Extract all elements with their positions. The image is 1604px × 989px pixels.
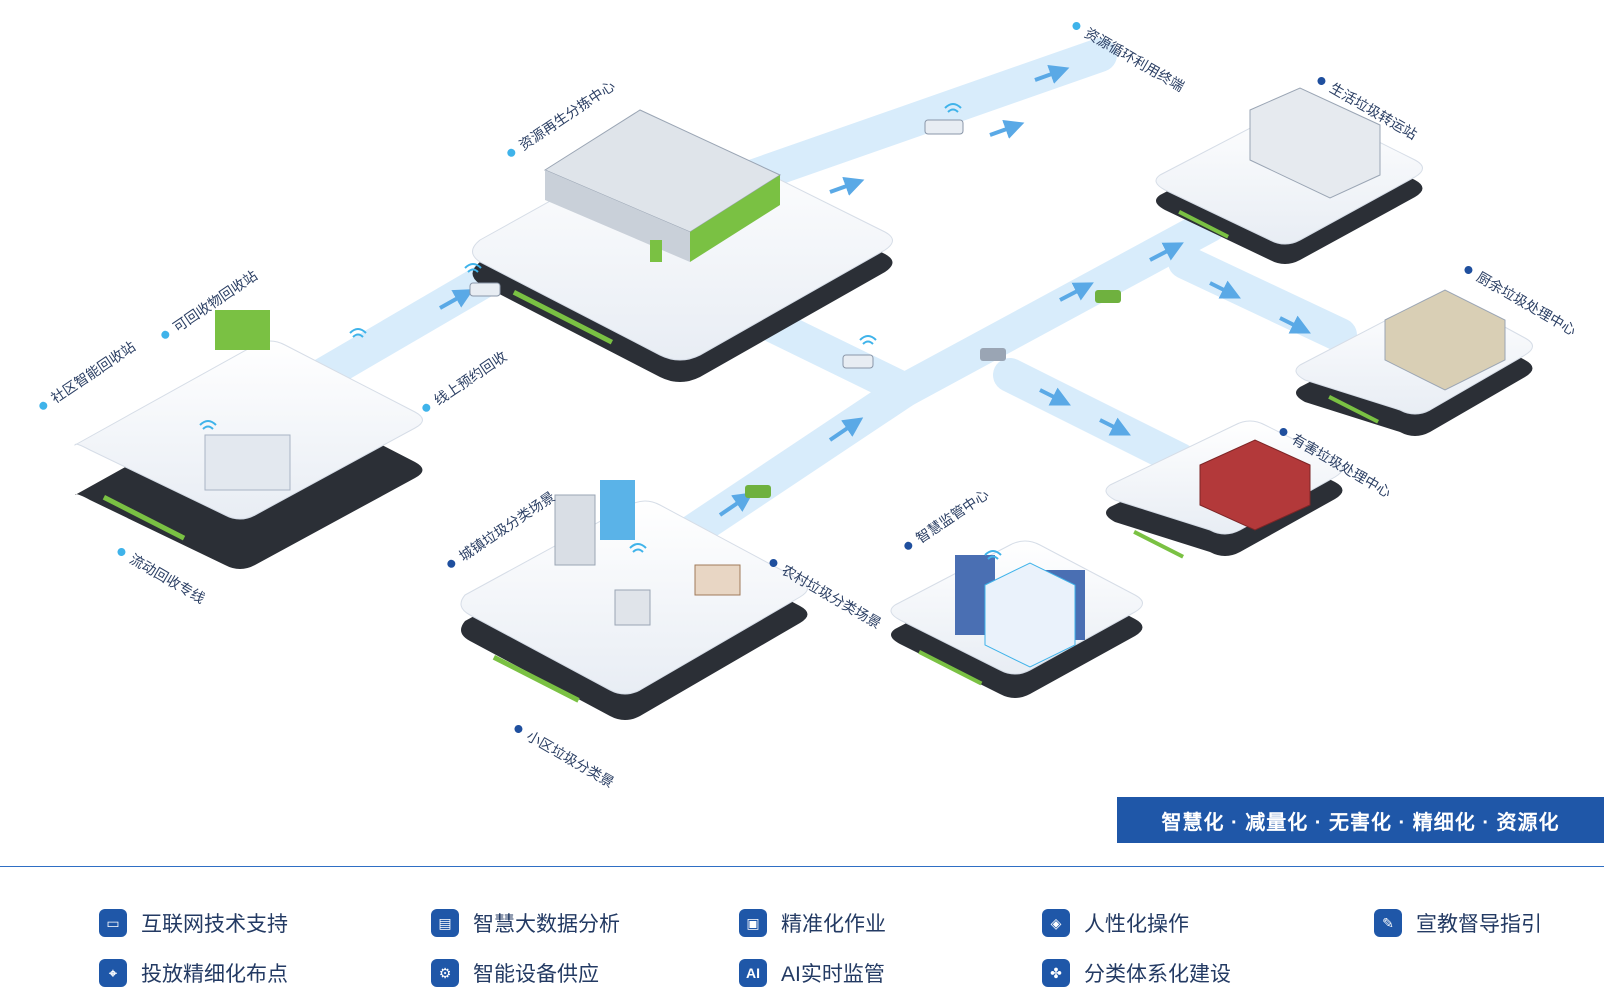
truck-icon [924, 119, 964, 135]
platform-kitchen-center [1295, 289, 1533, 436]
dot-icon [116, 546, 127, 558]
wifi-icon [464, 263, 482, 273]
wifi-icon [629, 543, 647, 553]
platform-transfer-station [1155, 87, 1423, 264]
feature-humanized: ◈人性化操作 [1042, 908, 1189, 938]
feature-placement: ⌖投放精细化布点 [99, 958, 288, 988]
platform-smart-monitor [890, 540, 1143, 698]
dot-icon [1071, 20, 1082, 32]
wifi-icon [349, 328, 367, 338]
book-pen-icon: ✎ [1374, 909, 1402, 937]
trucks [469, 119, 1121, 498]
feature-devices: ⚙智能设备供应 [431, 958, 599, 988]
grid-icon: ✤ [1042, 959, 1070, 987]
platform-hazardous-center [1105, 420, 1343, 559]
dot-icon [1463, 264, 1474, 276]
wifi-icon [199, 420, 217, 430]
platform-sorting-center [472, 109, 893, 382]
truck-icon [745, 485, 771, 498]
wifi-icon [859, 335, 877, 345]
ai-icon: AI [739, 959, 767, 987]
feature-education: ✎宣教督导指引 [1374, 908, 1542, 938]
wifi-icon [944, 103, 962, 113]
platform-community [74, 310, 423, 569]
feature-system: ✤分类体系化建设 [1042, 958, 1231, 988]
settings-icon: ⚙ [431, 959, 459, 987]
truck-icon [842, 354, 874, 369]
flow-band-kitchen [1168, 245, 1357, 352]
slogan-banner: 智慧化 · 减量化 · 无害化 · 精细化 · 资源化 [1117, 797, 1604, 843]
truck-icon [1095, 290, 1121, 303]
laptop-icon: ▭ [99, 909, 127, 937]
dot-icon [1316, 75, 1327, 87]
dot-icon [513, 723, 524, 735]
data-chart-icon: ▤ [431, 909, 459, 937]
truck-icon [469, 282, 501, 297]
feature-precise-operation: ▣精准化作业 [739, 908, 886, 938]
wifi-icon [984, 550, 1002, 560]
feature-big-data: ▤智慧大数据分析 [431, 908, 620, 938]
gear-shield-icon: ◈ [1042, 909, 1070, 937]
map-pin-icon: ⌖ [99, 959, 127, 987]
divider [0, 866, 1604, 867]
dot-icon [768, 557, 779, 569]
flow-band-hazardous [993, 358, 1197, 477]
platform-scenes [460, 480, 808, 720]
dot-icon [1278, 426, 1289, 438]
feature-internet: ▭互联网技术支持 [99, 908, 288, 938]
truck-icon [980, 348, 1006, 361]
monitor-icon: ▣ [739, 909, 767, 937]
wifi-icons [199, 103, 1002, 560]
